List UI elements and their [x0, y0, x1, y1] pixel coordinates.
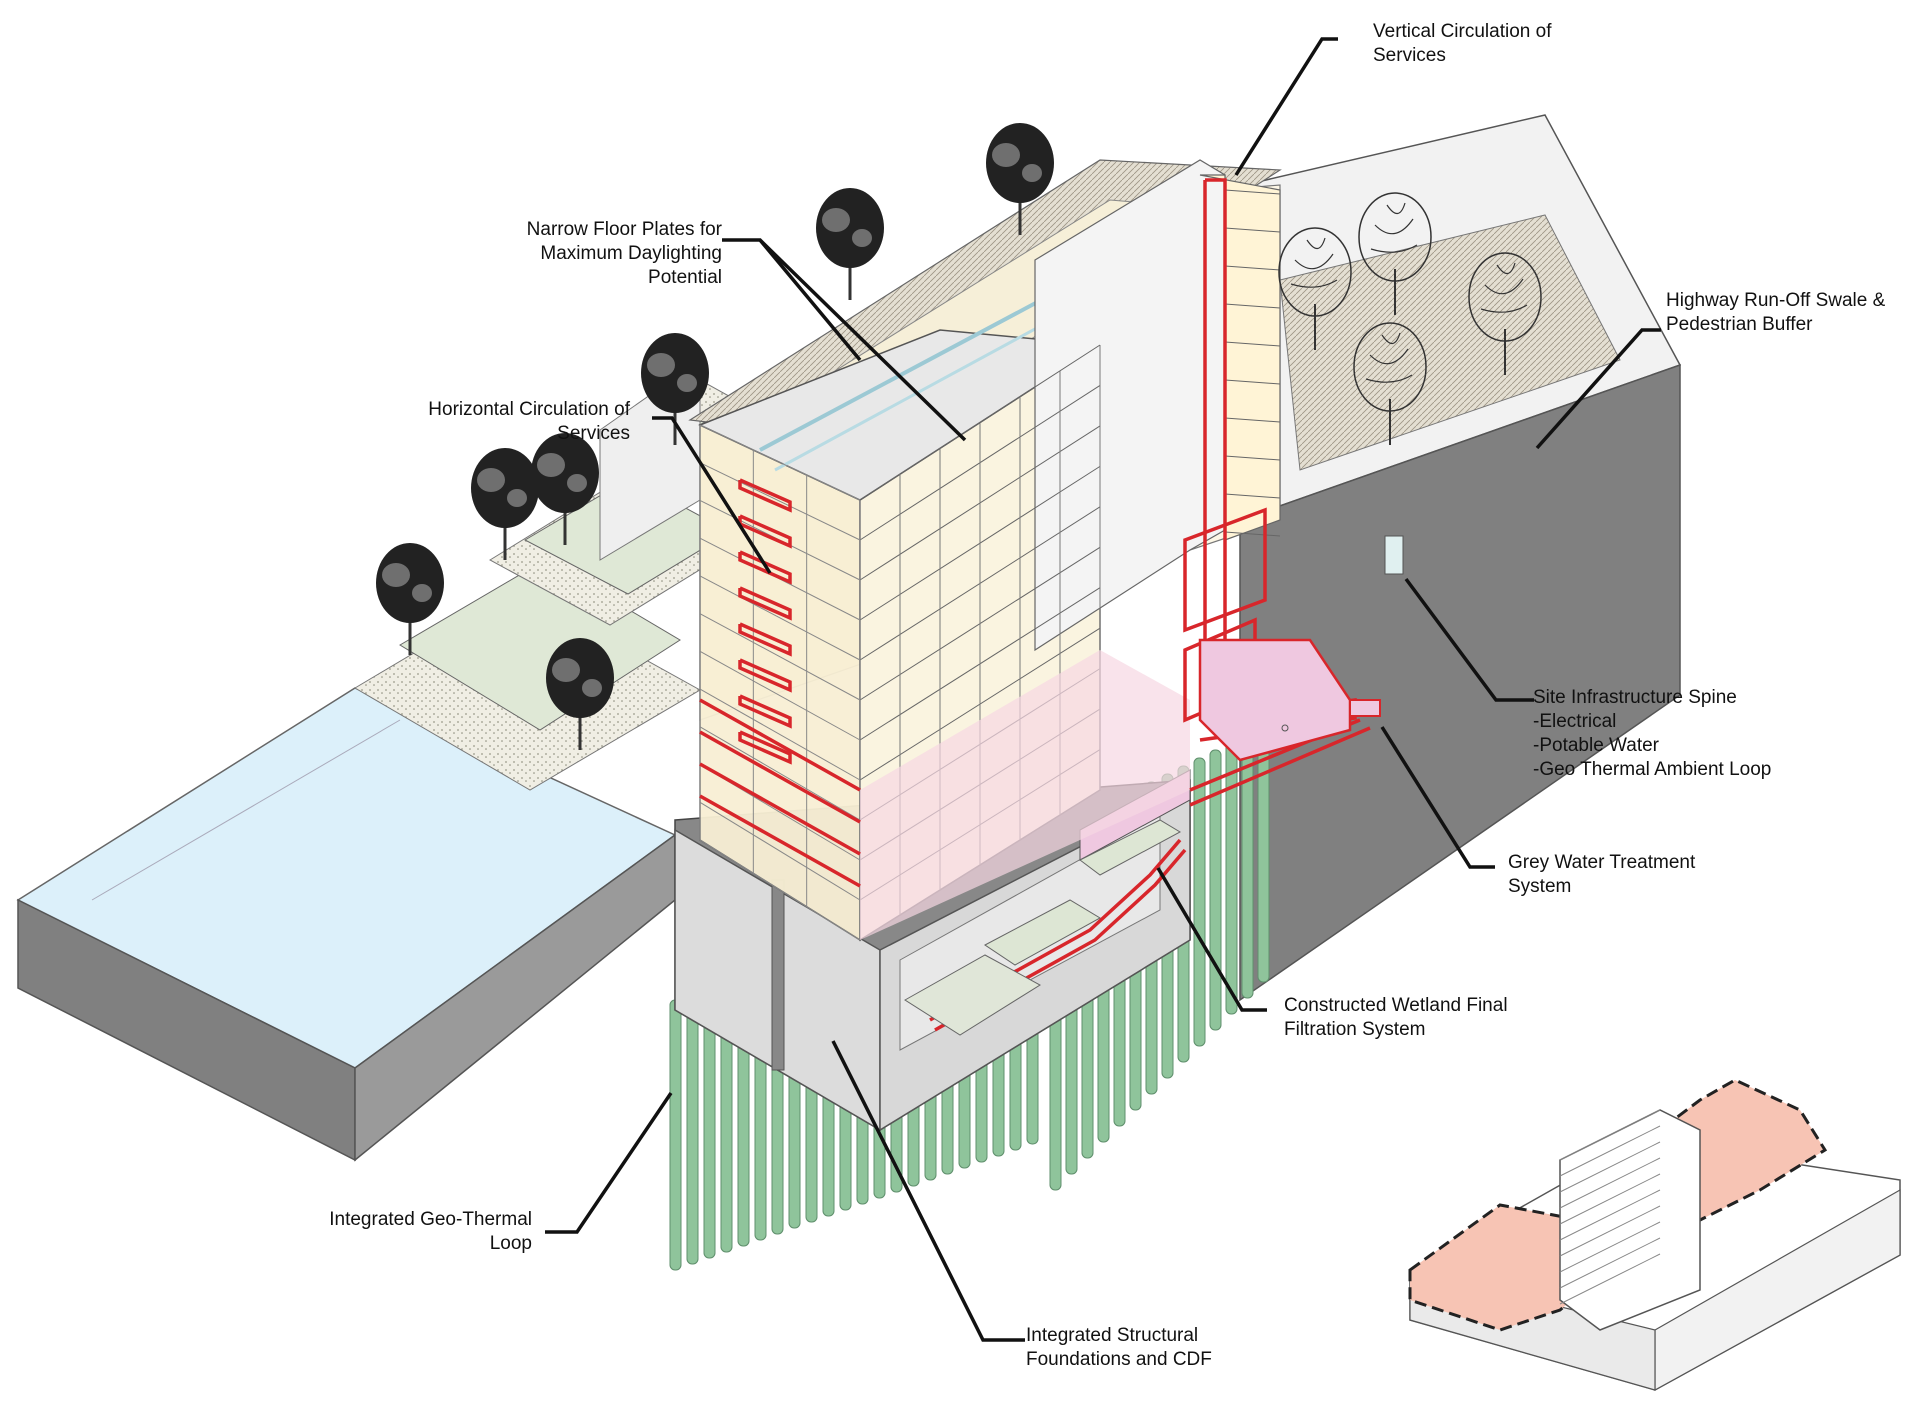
pile	[1241, 733, 1254, 999]
key-floor-line	[1559, 1221, 1661, 1273]
leader-lines	[545, 37, 1661, 1342]
horizontal-service-run	[699, 698, 861, 792]
floor-line	[699, 688, 861, 781]
core-floor-line	[1224, 265, 1281, 271]
pile	[1193, 757, 1206, 1047]
horizontal-service-run	[699, 762, 861, 856]
floor-line	[699, 801, 861, 901]
grey-water-tank	[1198, 638, 1352, 762]
label-narrow-floor-plates: Narrow Floor Plates for Maximum Daylight…	[526, 219, 722, 288]
core-floor-line	[1224, 417, 1281, 423]
label-site-infrastructure: Site Infrastructure Spine -Electrical -P…	[1533, 687, 1772, 780]
floor-line	[699, 424, 861, 501]
core-floor-line	[1224, 531, 1281, 537]
label-vertical-circulation: Vertical Circulation of Services	[1373, 21, 1552, 66]
horizontal-service-loop	[738, 514, 792, 549]
core-floor-line	[1224, 303, 1281, 309]
pile	[1225, 741, 1238, 1015]
label-structural-foundations: Integrated Structural Foundations and CD…	[1026, 1325, 1212, 1370]
main-tower	[688, 159, 1282, 942]
floor-line	[699, 613, 861, 701]
key-floor-line	[1559, 1189, 1661, 1241]
key-floor-line	[1559, 1253, 1661, 1305]
label-highway-runoff: Highway Run-Off Swale & Pedestrian Buffe…	[1666, 290, 1886, 335]
core-floor-line	[1224, 379, 1281, 385]
constructed-wetland-planters	[904, 819, 1182, 1036]
key-floor-line	[1559, 1173, 1661, 1225]
horizontal-service-run	[699, 794, 861, 888]
horizontal-service-loop	[738, 586, 792, 621]
key-floor-line	[1559, 1125, 1661, 1177]
key-plan	[1408, 1078, 1901, 1392]
infrastructure-spine-conduit	[1384, 535, 1404, 575]
horizontal-service-loop	[738, 658, 792, 693]
label-geo-thermal-loop: Integrated Geo-Thermal Loop	[329, 1209, 532, 1254]
floor-line	[699, 575, 861, 661]
core-floor-line	[1224, 227, 1281, 233]
key-floor-line	[1559, 1157, 1661, 1209]
horizontal-service-loop	[738, 550, 792, 585]
key-floor-line	[1559, 1205, 1661, 1257]
water-basin	[16, 687, 677, 1162]
horizontal-service-loop	[738, 730, 792, 765]
horizontal-service-loop	[738, 478, 792, 513]
label-constructed-wetland: Constructed Wetland Final Filtration Sys…	[1284, 995, 1508, 1040]
horizontal-service-run	[699, 730, 861, 824]
horizontal-service-loop	[738, 622, 792, 657]
label-grey-water: Grey Water Treatment System	[1508, 852, 1696, 897]
core-floor-line	[1224, 493, 1281, 499]
pile	[1257, 725, 1270, 983]
label-horizontal-circulation: Horizontal Circulation of Services	[428, 399, 630, 444]
right-site-block	[1179, 114, 1682, 1002]
floor-line	[699, 650, 861, 741]
core-floor-line	[1224, 455, 1281, 461]
key-floor-line	[1559, 1141, 1661, 1193]
horizontal-service-loop	[738, 694, 792, 729]
pile	[686, 995, 699, 1265]
floor-line	[699, 839, 861, 941]
floor-line	[699, 462, 861, 541]
core-floor-line	[1224, 189, 1281, 195]
floor-line	[699, 726, 861, 821]
key-floor-line	[1559, 1237, 1661, 1289]
pile	[669, 999, 682, 1271]
core-floor-line	[1224, 341, 1281, 347]
key-floor-line	[1559, 1109, 1661, 1161]
